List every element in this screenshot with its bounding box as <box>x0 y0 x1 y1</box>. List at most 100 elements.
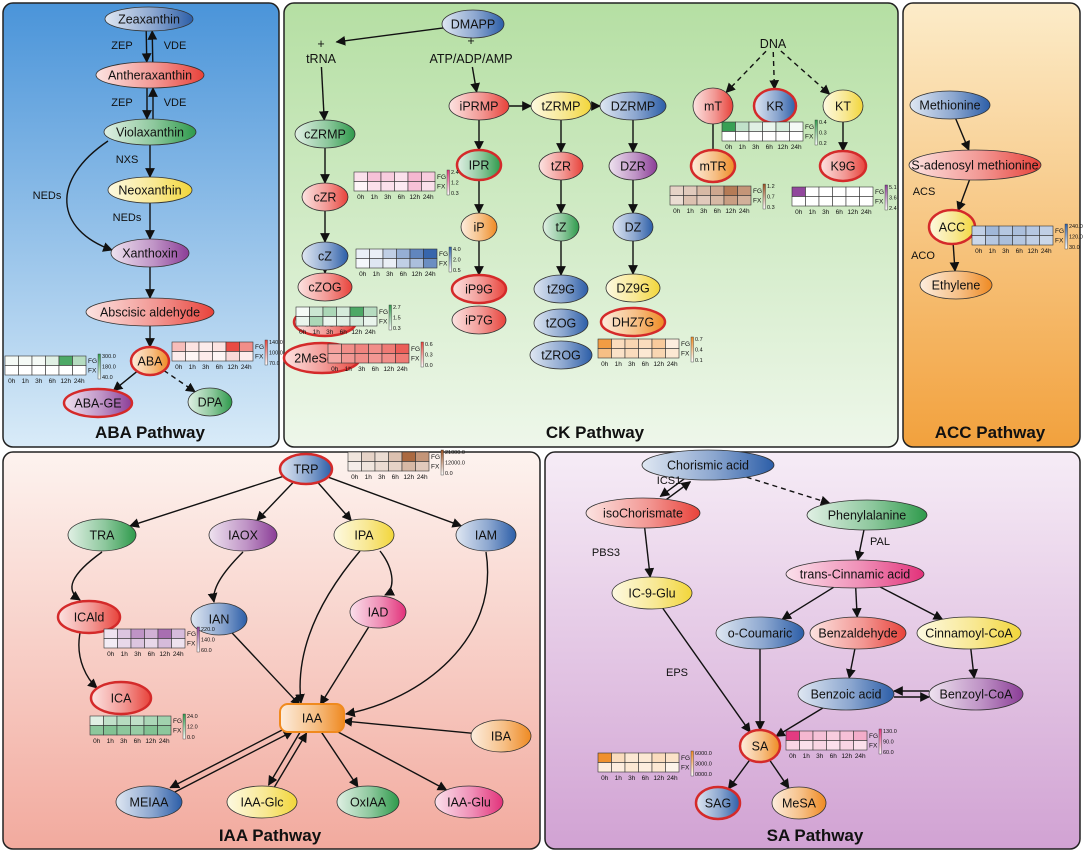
heatmap-cell <box>395 353 410 364</box>
node-label-cinnamoyl-coa: Cinnamoyl-CoA <box>925 627 1013 641</box>
node-label-icald: ICAld <box>74 611 105 625</box>
heatmap-cell <box>388 451 403 462</box>
heatmap-cell <box>638 338 653 349</box>
heatmap-cell <box>832 186 847 197</box>
node-label-benzaldehyde: Benzaldehyde <box>818 627 897 641</box>
heatmap-scale-label: 130.0 <box>883 729 897 735</box>
enzyme-label-zep1: ZEP <box>111 40 132 52</box>
heatmap-cell <box>859 186 874 197</box>
heatmap-cell <box>185 351 200 362</box>
heatmap-cell <box>327 343 342 354</box>
heatmap-scale-label: 4.0 <box>453 247 461 253</box>
node-label-dz: DZ <box>625 221 642 235</box>
edge-iad-to-iaa <box>319 626 370 706</box>
edge-trp-to-ipa <box>317 481 352 522</box>
node-label-meiaa: MEIAA <box>130 796 170 810</box>
heatmap-cell <box>624 348 639 359</box>
heatmap-scale-bar <box>446 169 450 196</box>
heatmap-cell <box>775 131 790 142</box>
heatmap-time-label: 12h <box>351 329 362 336</box>
heatmap-time-label: 12h <box>227 364 238 371</box>
heatmap-cell <box>363 306 378 317</box>
node-label-cz: cZ <box>318 250 332 264</box>
heatmap-scale-bar <box>440 449 444 476</box>
node-label-ian: IAN <box>209 613 230 627</box>
heatmap-cell <box>381 353 396 364</box>
node-label-dpa: DPA <box>198 396 223 410</box>
heatmap-scale-bar <box>196 626 200 653</box>
heatmap-time-label: 1h <box>371 194 379 201</box>
heatmap-cell <box>1025 225 1040 236</box>
heatmap-cell <box>381 343 396 354</box>
heatmap-scale-bar <box>420 341 424 368</box>
node-label-sam: S-adenosyl methionine <box>911 159 1038 173</box>
heatmap-cell <box>415 461 430 472</box>
heatmap-time-label: 1h <box>189 364 197 371</box>
heatmap-cell <box>799 730 814 741</box>
heatmap-scale-label: 12000.0 <box>445 461 465 467</box>
heatmap-scale-label: 0.4 <box>819 120 827 126</box>
heatmap-cell <box>791 196 806 207</box>
node-tzrog: tZROG <box>529 340 593 370</box>
heatmap-time-label: 3h <box>120 738 128 745</box>
heatmap-scale-label: 0.3 <box>425 353 433 359</box>
heatmap-time-label: 1h <box>107 738 115 745</box>
node-label-sa: SA <box>752 740 769 754</box>
edge-benzaldehyde-to-benzoicacid <box>846 648 856 679</box>
heatmap-cell <box>4 365 19 376</box>
node-iad: IAD <box>349 595 407 629</box>
heatmap-scale-label: 3.6 <box>889 196 897 202</box>
node-label-dhz7g: DHZ7G <box>612 316 654 330</box>
node-iaa-glc: IAA-Glc <box>226 785 298 819</box>
heatmap-time-label: 1h <box>615 361 623 368</box>
heatmap-cell <box>341 353 356 364</box>
heatmap-time-label: 24h <box>241 364 252 371</box>
enzyme-label-vde1: VDE <box>164 40 187 52</box>
heatmap-cell <box>665 762 680 773</box>
heatmap-scale-label: 60.0 <box>201 648 212 654</box>
heatmap-cell <box>971 235 986 246</box>
heatmap-cell <box>651 752 666 763</box>
heatmap-row-label: FG <box>681 755 690 762</box>
heatmap-scale-label: 0.7 <box>695 337 703 343</box>
heatmap-cell <box>998 235 1013 246</box>
heatmap-scale-label: 2.4 <box>451 170 459 176</box>
heatmap-cell <box>818 196 833 207</box>
node-icald: ICAld <box>56 599 122 635</box>
heatmap-cell <box>355 248 370 259</box>
heatmap-scale-label: 1.2 <box>451 181 459 187</box>
enzyme-label-acs: ACS <box>913 186 936 198</box>
edge-icald-to-ica <box>78 632 98 689</box>
heatmap-time-label: 3h <box>134 651 142 658</box>
edge-iaa-to-meiaa-reverse <box>172 730 294 794</box>
heatmap-time-label: 3h <box>628 775 636 782</box>
heatmap-cell <box>144 628 159 639</box>
heatmap-cell <box>171 638 186 649</box>
heatmap-scale-label: 30.0 <box>1069 245 1080 251</box>
node-label-ethylene: Ethylene <box>932 279 981 293</box>
heatmap-cell <box>407 181 422 192</box>
heatmap-cell <box>396 258 411 269</box>
node-antheraxanthin: Antheraxanthin <box>95 61 205 89</box>
node-tzog: tZOG <box>533 308 589 338</box>
node-violaxanthin: Violaxanthin <box>103 118 197 146</box>
heatmap-time-label: 0h <box>601 775 609 782</box>
label-trna: tRNA <box>306 52 337 66</box>
node-methionine: Methionine <box>909 90 991 120</box>
node-label-tz: tZ <box>555 221 566 235</box>
edge-zeaxanthin-to-antheraxanthin <box>141 31 152 64</box>
node-label-iad: IAD <box>368 606 389 620</box>
node-trp: TRP <box>278 452 334 486</box>
enzyme-label-pbs3: PBS3 <box>592 547 620 559</box>
heatmap-cell <box>58 365 73 376</box>
node-label-zeaxanthin: Zeaxanthin <box>118 13 180 27</box>
heatmap-cell <box>696 185 711 196</box>
heatmap-row-label: FG <box>431 454 440 461</box>
heatmap-scale-label: 0.4 <box>695 348 703 354</box>
heatmap-cell <box>380 171 395 182</box>
heatmap-cell <box>369 258 384 269</box>
node-dhz7g: DHZ7G <box>599 306 667 338</box>
